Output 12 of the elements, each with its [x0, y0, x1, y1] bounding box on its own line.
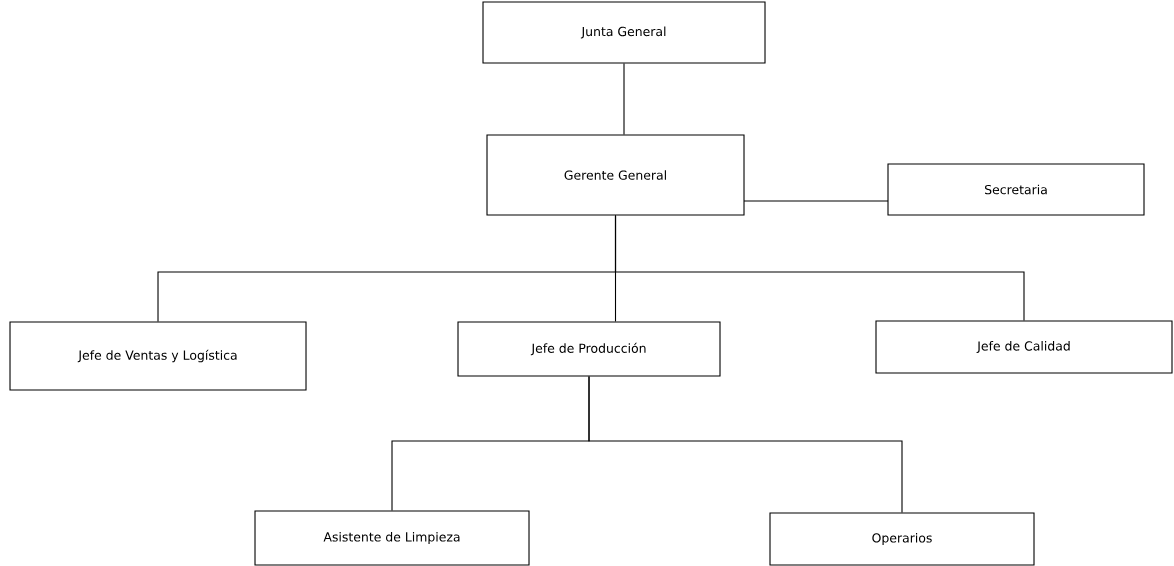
- org-box: Junta General: [482, 1, 766, 64]
- connector-line: [743, 200, 889, 202]
- connector-line: [623, 63, 625, 135]
- org-box: Jefe de Ventas y Logística: [9, 321, 307, 391]
- org-box: Jefe de Producción: [457, 321, 721, 377]
- org-box: Gerente General: [486, 134, 745, 216]
- org-box: Asistente de Limpieza: [254, 510, 530, 566]
- org-box: Secretaria: [887, 163, 1145, 216]
- connector-line: [614, 215, 1025, 321]
- connector-line: [588, 376, 903, 513]
- org-box: Jefe de Calidad: [875, 320, 1173, 374]
- org-box: Operarios: [769, 512, 1035, 566]
